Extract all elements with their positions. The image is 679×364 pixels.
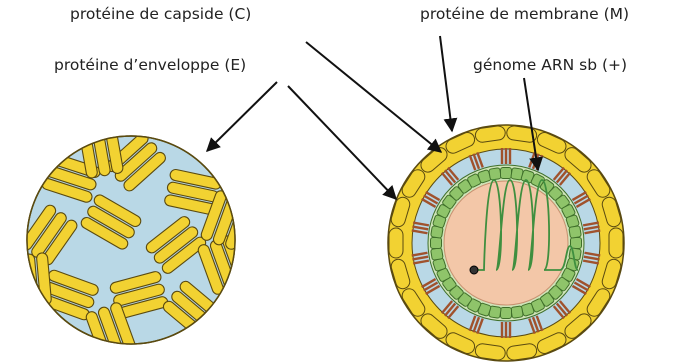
arrow-icon — [207, 82, 277, 151]
arrow-icon — [306, 42, 441, 152]
capsomer — [489, 168, 502, 181]
capsomer — [501, 168, 512, 179]
label-membrane-protein: protéine de membrane (M) — [420, 5, 629, 23]
virion-cross-section — [388, 125, 624, 361]
capsomer — [511, 306, 524, 319]
capsomer — [431, 248, 444, 261]
label-envelope-protein: protéine d’enveloppe (E) — [54, 56, 246, 74]
capsomer — [569, 226, 582, 239]
membrane-protein — [501, 322, 511, 338]
virion-surface — [10, 121, 252, 363]
envelope-protein — [389, 228, 403, 258]
rna-cap — [470, 266, 478, 274]
label-rna-genome: génome ARN sb (+) — [473, 56, 627, 74]
arrow-icon — [440, 36, 452, 131]
capsomer — [431, 238, 442, 249]
capsomer — [501, 308, 512, 319]
envelope-protein — [609, 228, 623, 258]
membrane-protein — [501, 148, 511, 164]
capsomer — [571, 238, 582, 249]
label-capsid-protein: protéine de capside (C) — [70, 5, 251, 23]
envelope-protein — [10, 255, 25, 308]
